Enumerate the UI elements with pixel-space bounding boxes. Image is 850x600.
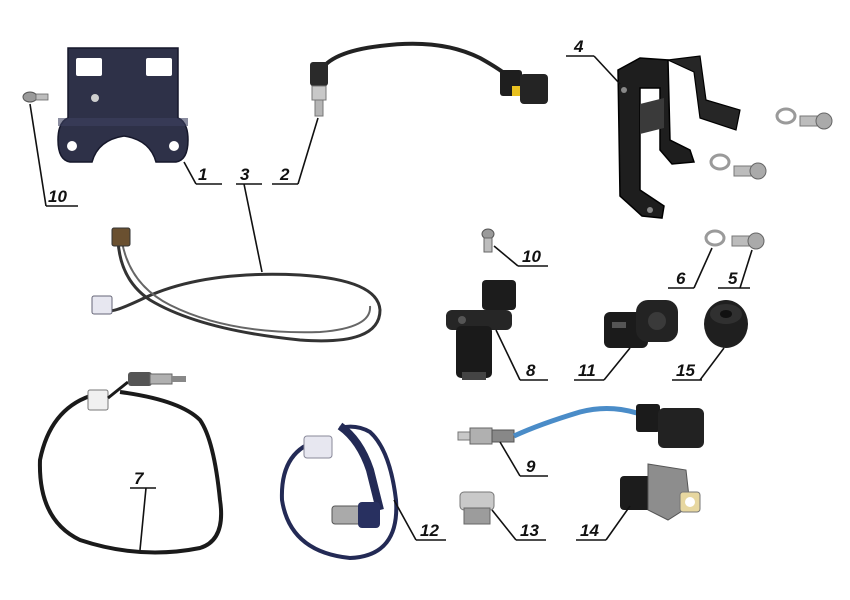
callout-11: 11 [578, 361, 596, 380]
callout-8: 8 [526, 361, 536, 380]
callout-1: 1 [198, 165, 207, 184]
part-6-washer [704, 229, 726, 247]
callout-7: 7 [134, 469, 145, 488]
part-13-plug [459, 491, 495, 525]
part-4-bracket [617, 55, 741, 219]
callout-6: 6 [676, 269, 686, 288]
callout-14: 14 [580, 521, 599, 540]
part-10-screw-middle [481, 228, 495, 253]
callout-10-middle: 10 [522, 247, 541, 266]
callout-12: 12 [420, 521, 439, 540]
callout-leaders [29, 55, 753, 551]
callout-15: 15 [676, 361, 695, 380]
part-11-connector-sensor [604, 300, 678, 348]
callout-13: 13 [520, 521, 539, 540]
part-15-grommet [704, 300, 748, 348]
part-3-cable-loop [91, 227, 382, 343]
callout-3: 3 [240, 165, 250, 184]
callout-10-left: 10 [48, 187, 67, 206]
callout-9: 9 [526, 457, 536, 476]
part-10-screw-left [22, 91, 49, 103]
part-12-cable-sensor [279, 422, 399, 561]
part-14-position-sensor [620, 463, 701, 521]
callout-5: 5 [728, 269, 738, 288]
part-8-speed-sensor [446, 280, 516, 380]
callout-4: 4 [573, 37, 584, 56]
part-1-mounting-plate [57, 47, 189, 163]
part-9-temperature-sensor [457, 404, 704, 448]
bracket-bolts [709, 107, 833, 180]
part-5-bolt [731, 232, 765, 250]
part-2-sensor-cable [310, 41, 548, 117]
callout-2: 2 [279, 165, 290, 184]
part-7-oxygen-sensor [37, 372, 223, 555]
